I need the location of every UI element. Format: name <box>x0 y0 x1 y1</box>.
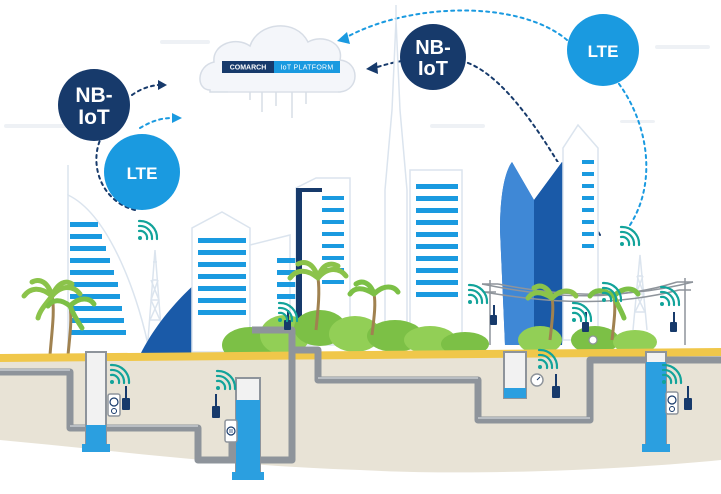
nbiot-right-line1: NB- <box>415 37 451 59</box>
water-meter-icon <box>665 391 679 415</box>
tower-far-right <box>562 123 599 341</box>
iot-sensor-icon <box>552 374 560 398</box>
iot-sensor-icon <box>670 312 677 332</box>
tower-center-stripes <box>409 169 463 346</box>
platform-product-label: IoT PLATFORM <box>280 65 333 72</box>
nbiot-badge-right: NB- IoT <box>400 24 466 90</box>
wifi-signal-icon <box>466 283 489 306</box>
nbiot-right-line2: IoT <box>418 58 448 80</box>
wifi-signal-icon <box>658 285 681 308</box>
nbiot-left-line2: IoT <box>78 106 110 129</box>
iot-sensor-icon <box>684 386 692 410</box>
sky-streaks <box>4 40 710 128</box>
platform-brand-label: COMARCH <box>230 65 267 72</box>
arc-arrowheads <box>158 32 378 123</box>
well-right <box>642 351 670 452</box>
water-meter-icon <box>530 373 544 387</box>
palm-tree <box>347 279 401 336</box>
platform-brand-bg <box>222 61 274 73</box>
power-lines <box>481 278 694 345</box>
palm-tree <box>45 296 97 356</box>
tower-blue-glass <box>500 162 569 345</box>
palm-tree <box>525 283 579 341</box>
lte-left-label: LTE <box>127 164 158 183</box>
lte-right-label: LTE <box>588 42 619 61</box>
sail-tower-left <box>67 165 151 356</box>
nbiot-badge-left: NB- IoT <box>58 69 130 141</box>
palm-trees <box>21 260 641 356</box>
well-left <box>82 351 110 452</box>
lte-badge-right: LTE <box>567 14 639 86</box>
tall-spire <box>384 5 408 331</box>
iot-sensor-icon <box>490 305 497 325</box>
well-right-center <box>503 351 527 399</box>
lte-badge-left: LTE <box>104 134 180 210</box>
water-meter-icon <box>107 393 121 417</box>
cloud-drips <box>249 92 307 118</box>
nbiot-left-line1: NB- <box>75 84 112 107</box>
iot-sensor-icon <box>212 394 220 418</box>
water-meter-icon <box>588 335 598 345</box>
wifi-signal-icon <box>618 225 641 248</box>
water-meter-icon <box>224 419 238 443</box>
antenna-tower-icon <box>632 254 648 331</box>
palm-tree <box>287 260 349 331</box>
antenna-tower-icon <box>147 249 163 341</box>
iot-sensor-icon <box>122 386 130 410</box>
pipe-network <box>0 326 721 464</box>
iot-sensor-icon <box>284 310 291 330</box>
platform-product-bg <box>274 61 340 73</box>
wifi-signal-icon <box>136 219 159 242</box>
cloud: COMARCH IoT PLATFORM <box>199 25 356 118</box>
